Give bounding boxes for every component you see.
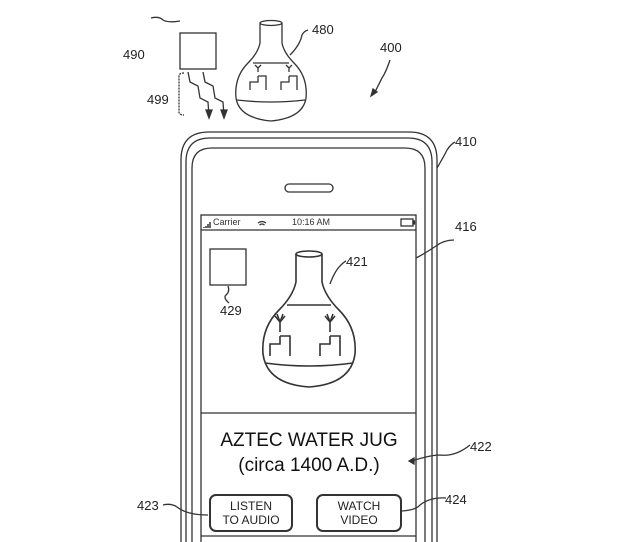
ref-424: 424 [445,492,467,507]
screen [200,214,417,542]
jug-480 [235,19,307,122]
leader-400 [373,59,391,95]
carrier-label: Carrier [213,217,241,227]
ref-429: 429 [220,303,242,318]
ref-423: 423 [137,498,159,513]
wifi-icon [257,220,267,226]
leader-410 [436,141,456,169]
watch-video-button[interactable]: WATCH VIDEO [316,494,402,532]
listen-to-audio-button[interactable]: LISTEN TO AUDIO [209,494,293,532]
bracket-499 [178,72,185,116]
leader-423 [162,503,209,516]
leader-416 [415,239,455,259]
phone-body [180,131,438,542]
ref-400: 400 [380,40,402,55]
leader-480 [289,29,309,56]
exhibit-title: AZTEC WATER JUG [220,430,398,451]
arrowheads [205,109,228,120]
speaker-slot [284,183,334,193]
leader-424 [401,497,447,512]
ref-421: 421 [346,254,368,269]
signal-icon [203,222,211,228]
ref-410: 410 [455,134,477,149]
watch-label: WATCH VIDEO [337,499,381,527]
leader-421 [329,260,347,285]
exhibit-subtitle: (circa 1400 A.D.) [238,455,380,476]
status-bar: Carrier 10:16 AM [202,216,416,230]
listen-label: LISTEN TO AUDIO [222,499,280,527]
ref-416: 416 [455,219,477,234]
signal-wave [202,71,225,117]
leader-422 [411,444,471,462]
signal-wave [187,71,210,117]
battery-icon [400,218,416,227]
transmitter-box [179,32,217,70]
ref-490: 490 [123,47,145,62]
ref-499: 499 [147,92,169,107]
exhibit-info: AZTEC WATER JUG (circa 1400 A.D.) [202,428,416,478]
jug-421 [262,250,356,388]
leader-429 [224,285,230,304]
phone-bezel [191,147,426,542]
ref-422: 422 [470,439,492,454]
leader-490 [150,16,181,23]
ref-480: 480 [312,22,334,37]
image-placeholder-429 [209,248,247,286]
clock-label: 10:16 AM [292,217,331,227]
phone-body-inner [185,137,433,542]
